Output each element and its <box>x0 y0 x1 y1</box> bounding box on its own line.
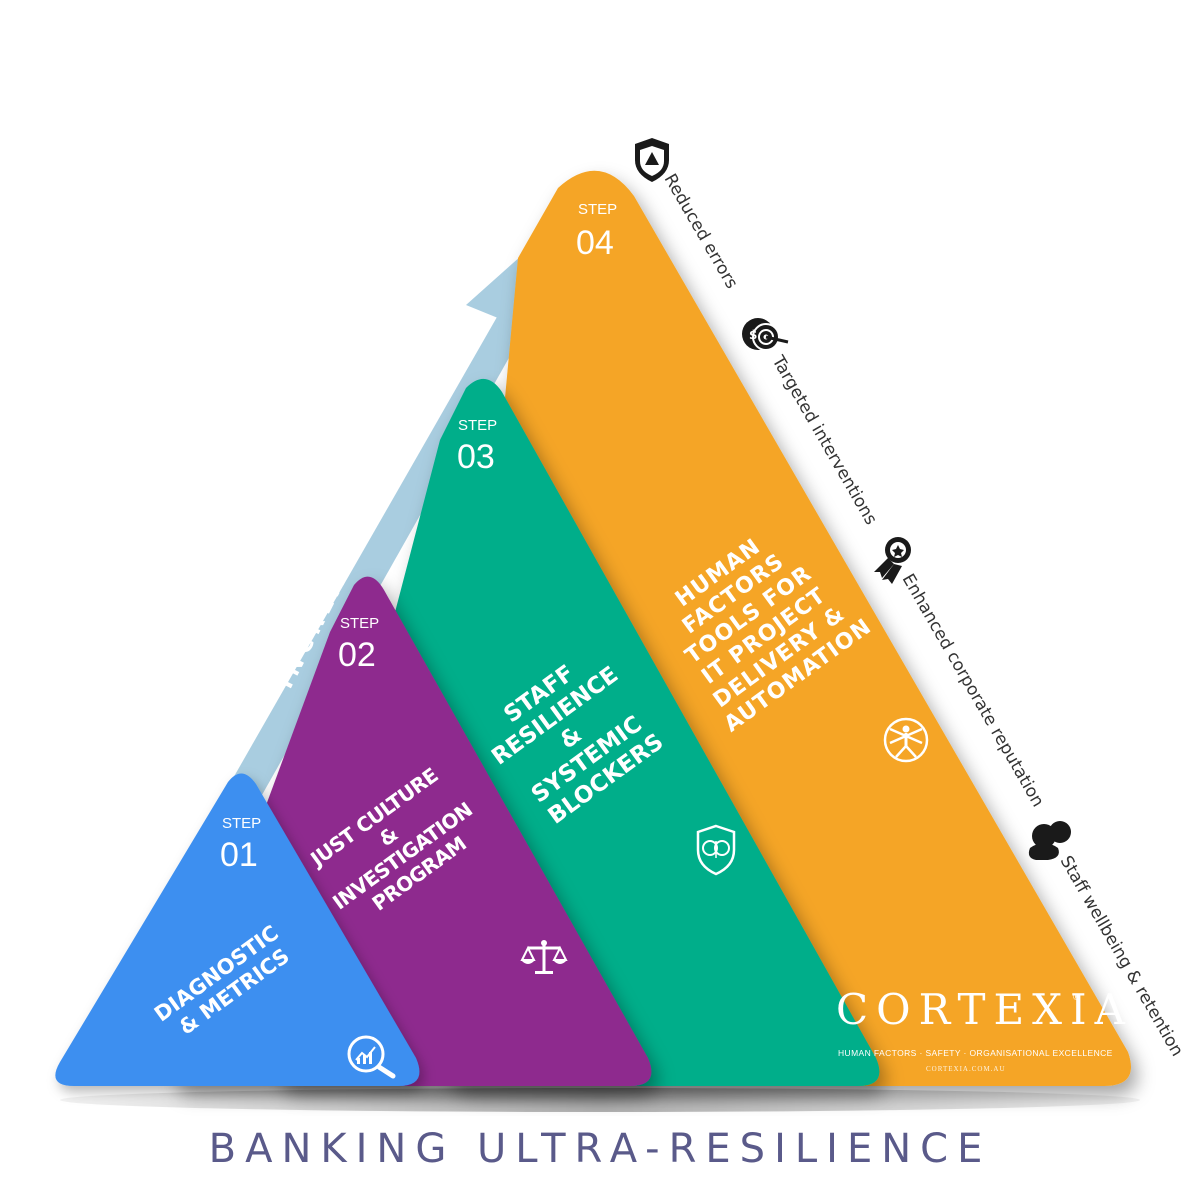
step-word: STEP <box>222 815 261 832</box>
step-01-layer[interactable] <box>55 773 420 1086</box>
step-01-label: STEP 01 <box>220 815 261 874</box>
brand-logo: CORTEXIA ® HUMAN FACTORS · SAFETY · ORGA… <box>836 985 1133 1073</box>
shield-warning-icon <box>635 138 669 182</box>
registered-mark: ® <box>1072 993 1081 1003</box>
brand-url: CORTEXIA.COM.AU <box>926 1065 1006 1073</box>
target-coin-icon: $ <box>742 318 789 351</box>
people-icon <box>1028 821 1071 860</box>
step-number: 03 <box>457 438 495 476</box>
award-ribbon-icon <box>874 537 911 584</box>
brand-tagline: HUMAN FACTORS · SAFETY · ORGANISATIONAL … <box>838 1048 1113 1058</box>
step-02-label: STEP 02 <box>338 615 379 674</box>
vitruvian-icon <box>883 717 929 763</box>
step-number: 01 <box>220 836 258 874</box>
step-word: STEP <box>578 201 617 218</box>
step-word: STEP <box>458 417 497 434</box>
brand-name: CORTEXIA <box>836 985 1133 1034</box>
step-04-label: STEP 04 <box>576 201 617 262</box>
step-number: 02 <box>338 636 376 674</box>
step-word: STEP <box>340 615 379 632</box>
scales-icon <box>520 940 568 974</box>
ground-shadow <box>60 1088 1140 1112</box>
footer-title: BANKING ULTRA-RESILIENCE <box>209 1126 992 1172</box>
step-number: 04 <box>576 224 614 262</box>
step-03-label: STEP 03 <box>457 417 497 476</box>
svg-text:$: $ <box>749 328 757 342</box>
brain-shield-icon <box>696 824 736 876</box>
magnifier-chart-icon <box>347 1035 396 1079</box>
